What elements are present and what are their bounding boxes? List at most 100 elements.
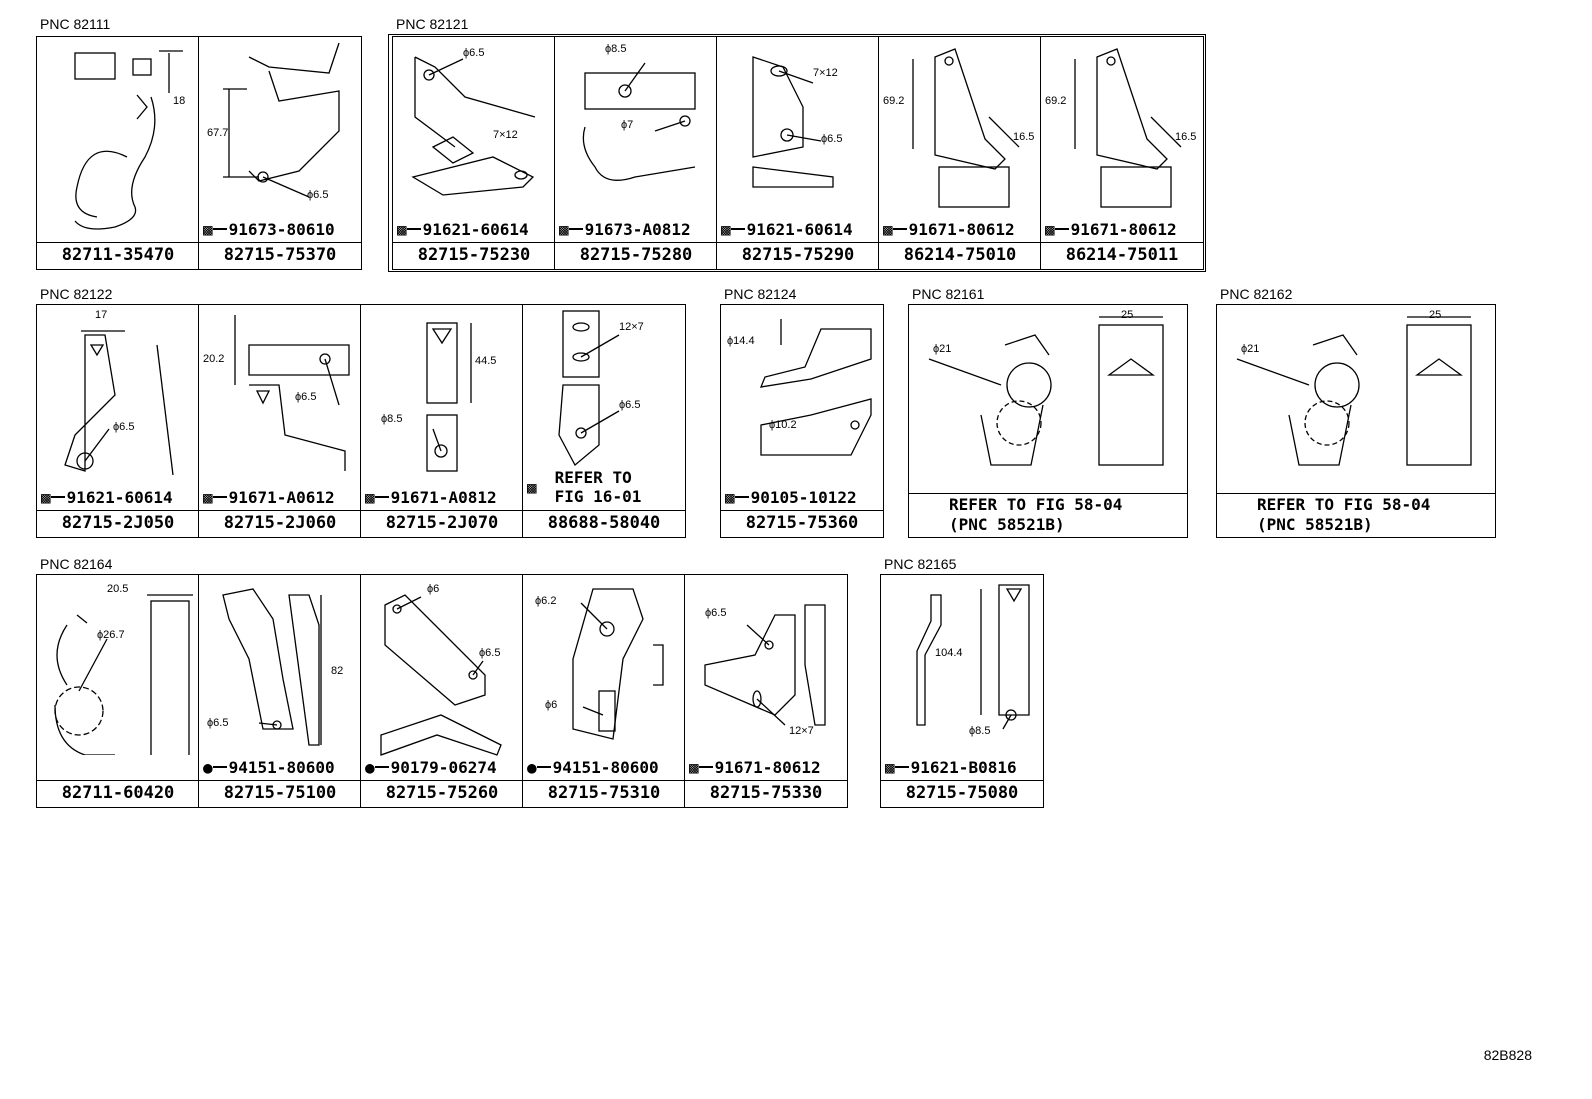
- fastener-number: 91621-60614: [422, 219, 529, 239]
- bolt-icon: ▩: [527, 477, 537, 497]
- diagram-code: 82B828: [1483, 1047, 1532, 1063]
- width-label: 20.5: [107, 583, 129, 595]
- part-cell[interactable]: ϕ14.4 ϕ10.2 ▩90105-10122 82715-75360: [720, 304, 884, 538]
- part-cell[interactable]: 7×12 ϕ6.5 ▩91621-60614 82715-75290: [716, 36, 880, 270]
- part-cell[interactable]: ϕ6 ϕ6.5 ●90179-06274 82715-75260: [360, 574, 524, 808]
- hole-dimension: ϕ6.5: [619, 399, 641, 411]
- part-number[interactable]: 82711-35470: [37, 242, 199, 269]
- fastener-callout[interactable]: ● 94151-80600: [527, 755, 659, 779]
- fastener-callout[interactable]: ▩91621-60614: [41, 485, 173, 509]
- clamp-drawing: [1236, 316, 1472, 466]
- bolt-icon: ▩: [203, 487, 213, 507]
- part-number[interactable]: 82715-75370: [199, 242, 361, 269]
- part-cell[interactable]: ϕ6.5 7×12 ▩91621-60614 82715-75230: [392, 36, 556, 270]
- part-number[interactable]: 82711-60420: [37, 780, 199, 807]
- hole-dimension: ϕ14.4: [727, 335, 755, 347]
- fastener-callout[interactable]: ▩91671-A0612: [203, 485, 335, 509]
- dimension-label: 69.2: [883, 95, 905, 107]
- fastener-callout[interactable]: ▩91673-A0812: [559, 217, 691, 241]
- clamp-drawing: [74, 50, 183, 230]
- part-cell[interactable]: 20.5 ϕ26.7 82711-60420: [36, 574, 200, 808]
- bolt-icon: ▩: [883, 219, 893, 239]
- part-number[interactable]: 82715-75280: [555, 242, 717, 269]
- part-cell[interactable]: 67.7 ϕ6.5 ▩91673-80610 82715-75370: [198, 36, 362, 270]
- part-number[interactable]: 82715-75100: [199, 780, 361, 807]
- fastener-callout[interactable]: ▩ 91673-80610: [203, 217, 335, 241]
- fastener-number: 91673-A0812: [584, 219, 691, 239]
- part-cell[interactable]: ϕ21 25 REFER TO FIG 58-04(PNC 58521B): [1216, 304, 1496, 538]
- fastener-number: 91671-A0812: [390, 487, 497, 507]
- bracket-drawing: [426, 322, 472, 472]
- dimension-label: 82: [331, 665, 344, 677]
- fastener-callout[interactable]: ●90179-06274: [365, 755, 497, 779]
- bolt-icon: ▩: [41, 487, 51, 507]
- fastener-number: 91671-80612: [908, 219, 1015, 239]
- pnc-label: PNC 82162: [1220, 286, 1293, 302]
- fastener-callout[interactable]: ▩90105-10122: [725, 485, 857, 509]
- hole-dimension: ϕ6.2: [535, 595, 557, 607]
- fastener-number: 90179-06274: [390, 757, 497, 777]
- pnc-label: PNC 82111: [40, 16, 111, 32]
- refer-note[interactable]: REFER TO FIG 58-04(PNC 58521B): [1217, 493, 1495, 537]
- part-cell[interactable]: ϕ8.5 ϕ7 ▩91673-A0812 82715-75280: [554, 36, 718, 270]
- fastener-number: 90105-10122: [750, 487, 857, 507]
- fastener-callout[interactable]: ▩REFER TO FIG 16-01: [527, 467, 641, 507]
- bracket-drawing: [582, 62, 696, 181]
- part-number[interactable]: 82715-75360: [721, 510, 883, 537]
- bracket-drawing: [704, 604, 826, 726]
- bracket-drawing: [759, 319, 872, 456]
- part-number[interactable]: 82715-75290: [717, 242, 879, 269]
- fastener-callout[interactable]: ▩91621-60614: [721, 217, 853, 241]
- part-cell[interactable]: 44.5 ϕ8.5 ▩91671-A0812 82715-2J070: [360, 304, 524, 538]
- fastener-callout[interactable]: ▩91671-80612: [689, 755, 821, 779]
- part-cell[interactable]: 69.2 16.5 ▩91671-80612 86214-75011: [1040, 36, 1204, 270]
- part-cell[interactable]: ϕ6.2 ϕ6 ●94151-80600 82715-75310: [522, 574, 686, 808]
- bolt-icon: ●: [527, 757, 537, 777]
- clamp-drawing: [54, 594, 193, 755]
- part-cell[interactable]: ϕ6.5 12×7 ▩91671-80612 82715-75330: [684, 574, 848, 808]
- bracket-drawing: [1074, 48, 1182, 208]
- fastener-number: 94151-80600: [552, 757, 659, 777]
- part-number[interactable]: 82715-75230: [393, 242, 555, 269]
- part-number[interactable]: 86214-75010: [879, 242, 1041, 269]
- fastener-callout[interactable]: ▩91671-80612: [1045, 217, 1177, 241]
- fastener-number: 91673-80610: [228, 219, 335, 239]
- fastener-callout[interactable]: ▩91621-B0816: [885, 755, 1017, 779]
- pnc-label: PNC 82164: [40, 556, 113, 572]
- part-cell[interactable]: 104.4 ϕ8.5 ▩91621-B0816 82715-75080: [880, 574, 1044, 808]
- bracket-drawing: [380, 594, 502, 756]
- part-cell[interactable]: 82 ϕ6.5 ●94151-80600 82715-75100: [198, 574, 362, 808]
- dimension-label: 16.5: [1013, 131, 1035, 143]
- part-number[interactable]: 82715-75260: [361, 780, 523, 807]
- part-cell[interactable]: ϕ21 25 REFER TO FIG 58-04(PNC 58521B): [908, 304, 1188, 538]
- part-cell[interactable]: 20.2 ϕ6.5 ▩91671-A0612 82715-2J060: [198, 304, 362, 538]
- width-label: 25: [1429, 309, 1442, 321]
- fastener-callout[interactable]: ▩ 91671-80612: [883, 217, 1015, 241]
- part-cell[interactable]: 17 ϕ6.5 ▩91621-60614 82715-2J050: [36, 304, 200, 538]
- hole-dimension: ϕ7: [621, 119, 634, 131]
- part-number[interactable]: 86214-75011: [1041, 242, 1203, 269]
- part-cell[interactable]: 18 82711-35470: [36, 36, 200, 270]
- bracket-drawing: [752, 56, 834, 188]
- part-number[interactable]: 82715-2J050: [37, 510, 199, 537]
- fastener-callout[interactable]: ▩ 91671-A0812: [365, 485, 497, 509]
- part-number[interactable]: 82715-75310: [523, 780, 685, 807]
- fastener-callout[interactable]: ●94151-80600: [203, 755, 335, 779]
- bolt-icon: ▩: [203, 219, 213, 239]
- fastener-callout[interactable]: ▩91621-60614: [397, 217, 529, 241]
- slot-dimension: 12×7: [789, 725, 814, 737]
- refer-pnc: (PNC 58521B): [1257, 515, 1373, 534]
- part-cell[interactable]: 69.2 16.5 ▩ 91671-80612 86214-75010: [878, 36, 1042, 270]
- refer-pnc: (PNC 58521B): [949, 515, 1065, 534]
- part-number[interactable]: 82715-2J070: [361, 510, 523, 537]
- bolt-icon: ●: [203, 757, 213, 777]
- part-cell[interactable]: 12×7 ϕ6.5 ▩REFER TO FIG 16-01 88688-5804…: [522, 304, 686, 538]
- part-number[interactable]: 88688-58040: [523, 510, 685, 537]
- part-number[interactable]: 82715-75330: [685, 780, 847, 807]
- refer-note[interactable]: REFER TO FIG 58-04(PNC 58521B): [909, 493, 1187, 537]
- hole-dimension: ϕ6.5: [295, 391, 317, 403]
- part-number[interactable]: 82715-75080: [881, 780, 1043, 807]
- bolt-icon: ▩: [1045, 219, 1055, 239]
- bolt-icon: ▩: [365, 487, 375, 507]
- part-number[interactable]: 82715-2J060: [199, 510, 361, 537]
